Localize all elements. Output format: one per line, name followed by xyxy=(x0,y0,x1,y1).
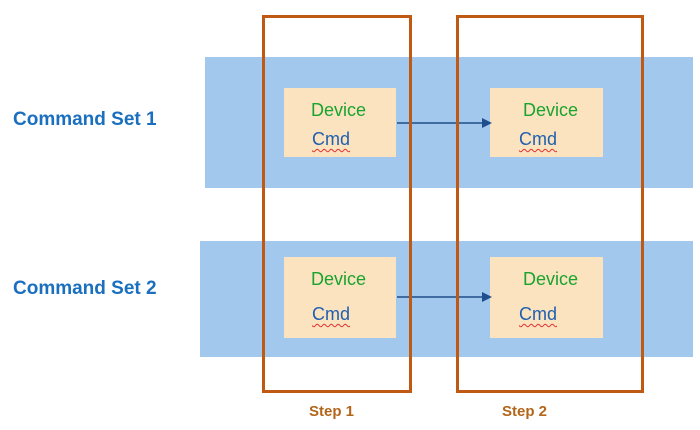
cmd-label: Cmd xyxy=(519,129,558,149)
device-label: Device xyxy=(523,100,579,120)
step-2-label: Step 2 xyxy=(502,403,548,420)
command-set-1-label: Command Set 1 xyxy=(13,109,157,130)
cmd-label: Cmd xyxy=(519,304,558,324)
step-2-frame xyxy=(456,15,644,393)
device-cmd-box-set2-step1: Device Cmd xyxy=(284,257,396,338)
device-cmd-box-set1-step1: Device Cmd xyxy=(284,88,396,157)
device-cmd-box-set2-step2: Device Cmd xyxy=(490,257,603,338)
cmd-label: Cmd xyxy=(312,304,351,324)
cmd-label: Cmd xyxy=(312,129,351,149)
step-1-frame xyxy=(262,15,412,393)
step-1-label: Step 1 xyxy=(309,403,355,420)
device-label: Device xyxy=(523,269,579,289)
device-label: Device xyxy=(311,269,367,289)
device-cmd-box-set1-step2: Device Cmd xyxy=(490,88,603,157)
device-label: Device xyxy=(311,100,367,120)
command-set-2-label: Command Set 2 xyxy=(13,278,157,299)
command-set-2-band xyxy=(200,241,693,357)
